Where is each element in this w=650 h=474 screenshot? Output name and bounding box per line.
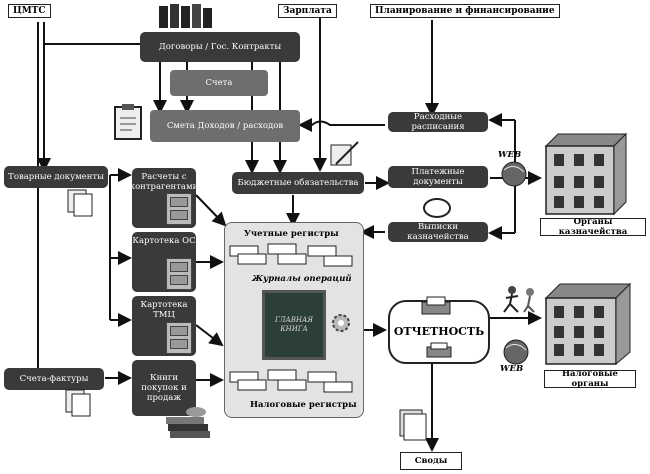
printer-icon-2 — [426, 342, 452, 358]
invoice-factures-box[interactable]: Счета-фактуры — [4, 368, 104, 390]
salary-label: Зарплата — [278, 4, 337, 18]
tax-org-label: Налоговые органы — [544, 369, 636, 389]
summaries-box[interactable]: Своды — [400, 452, 462, 470]
document-pen-icon — [330, 141, 359, 166]
tax-register-documents-icon — [229, 369, 353, 393]
running-figures-icon — [503, 286, 535, 313]
treasury-statements-box[interactable]: Выписки казначейства — [388, 222, 488, 242]
commodity-docs-box[interactable]: Товарные документы — [4, 166, 108, 188]
tax-registers-title: Налоговые регистры — [250, 400, 357, 410]
accounting-registers-title: Учетные регистры — [244, 229, 339, 239]
cabinet-icon-3 — [166, 322, 192, 354]
documents-icon-2 — [65, 389, 91, 417]
cmts-label: ЦМТС — [8, 4, 51, 18]
gear-icon — [332, 314, 350, 332]
purchase-sales-books-box[interactable]: Книги покупок и продаж — [132, 360, 196, 416]
books-stack-icon — [166, 407, 210, 438]
treasury-org-label: Органы казначейства — [540, 217, 646, 237]
expense-schedules-box[interactable]: Расходные расписания — [388, 112, 488, 132]
folders-icon — [159, 4, 212, 28]
tax-building-icon — [544, 282, 632, 366]
web-globe-icon-2 — [503, 339, 529, 365]
printer-icon — [421, 296, 451, 315]
stacked-papers-icon — [399, 409, 427, 441]
estimate-box[interactable]: Смета Доходов / расходов — [150, 110, 300, 142]
documents-icon — [67, 189, 93, 217]
planning-label: Планирование и финансирование — [370, 4, 560, 18]
journals-title: Журналы операций — [252, 274, 352, 284]
web-label: WEB — [498, 150, 522, 160]
contracts-box[interactable]: Договоры / Гос. Контракты — [140, 32, 300, 62]
register-documents-icon — [229, 243, 353, 267]
treasury-building-icon — [544, 132, 628, 216]
cycle-arrows-icon — [423, 198, 451, 218]
payment-docs-box[interactable]: Платежные документы — [388, 166, 488, 188]
cabinet-icon-2 — [166, 258, 192, 290]
web-globe-icon — [501, 161, 527, 187]
invoices-box[interactable]: Счета — [170, 70, 268, 96]
budget-obligations-box[interactable]: Бюджетные обязательства — [232, 172, 364, 194]
web-label-2: WEB — [500, 364, 524, 374]
general-ledger-book: ГЛАВНАЯ КНИГА — [262, 290, 326, 360]
cabinet-icon — [166, 193, 192, 225]
clipboard-icon — [114, 104, 142, 140]
